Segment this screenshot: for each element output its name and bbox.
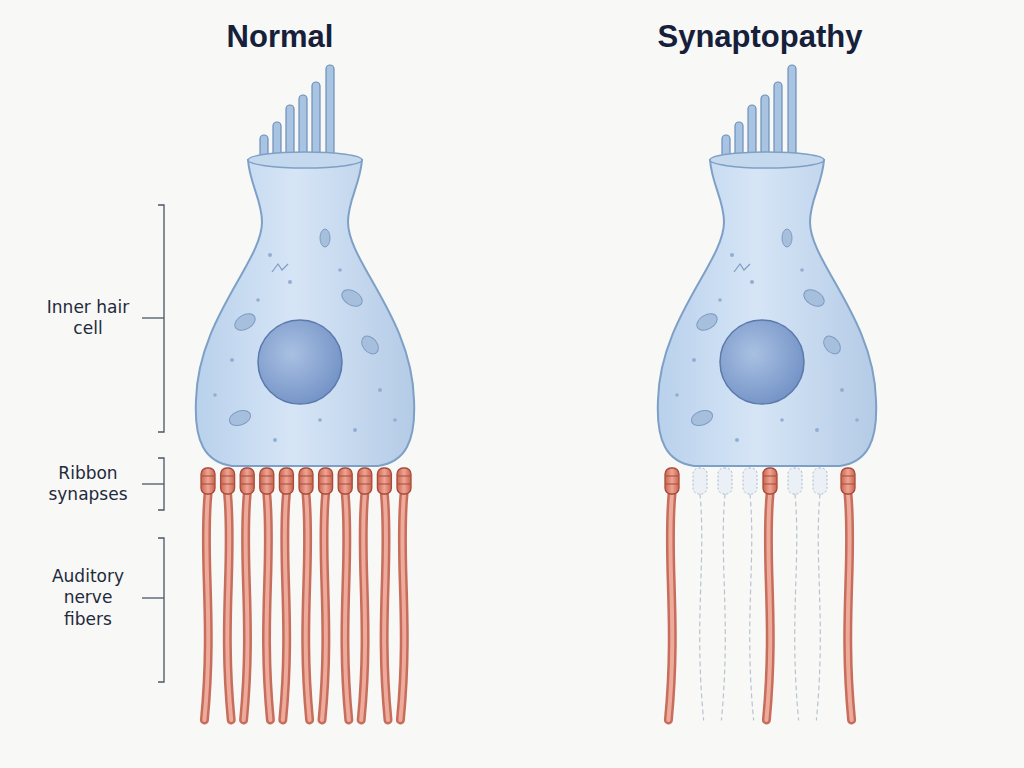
nerve-fiber — [848, 494, 852, 720]
panel-title: Normal — [150, 18, 410, 57]
nerve-fiber — [244, 494, 248, 720]
nerve-fiber — [384, 494, 388, 720]
ribbon-synapse — [319, 468, 333, 494]
nerve-fiber-highlight — [384, 494, 388, 720]
lost-synapse — [718, 468, 732, 494]
nerve-fiber — [345, 494, 349, 720]
nerve-fiber-highlight — [361, 494, 365, 720]
brackets — [142, 205, 164, 682]
lost-fiber — [816, 494, 820, 720]
hair-cell-normal — [196, 65, 414, 466]
ribbon-synapse — [377, 468, 391, 494]
nerve-fiber — [400, 494, 404, 720]
lost-synapse — [693, 468, 707, 494]
ribbon-synapse — [201, 468, 215, 494]
lost-fiber — [721, 494, 725, 720]
part-label: Auditory nerve fibers — [38, 566, 138, 630]
ribbon-synapse — [221, 468, 235, 494]
nerve-fiber — [306, 494, 310, 720]
nerve-fiber-highlight — [283, 494, 287, 720]
nerve-fiber-highlight — [227, 494, 231, 720]
ribbon-synapse — [240, 468, 254, 494]
nerve-fiber — [227, 494, 231, 720]
nerve-fiber — [668, 494, 672, 720]
lost-synapse — [743, 468, 757, 494]
lost-fiber — [750, 494, 754, 720]
nerve-fiber — [361, 494, 365, 720]
nerve-fiber-highlight — [848, 494, 852, 720]
nerve-fiber-highlight — [400, 494, 404, 720]
ribbon-synapse — [338, 468, 352, 494]
lost-fiber — [795, 494, 799, 720]
ribbon-synapse — [397, 468, 411, 494]
hair-cell-synaptopathy — [658, 65, 876, 466]
lost-synapse — [813, 468, 827, 494]
nerve-fiber-highlight — [668, 494, 672, 720]
nerve-fiber-highlight — [244, 494, 248, 720]
part-label: Inner hair cell — [40, 297, 136, 340]
ribbon-synapse — [279, 468, 293, 494]
part-label: Ribbon synapses — [40, 463, 136, 506]
ribbon-synapse — [299, 468, 313, 494]
nerve-fiber — [322, 494, 326, 720]
nerve-fiber — [204, 494, 208, 720]
nerve-fiber-highlight — [267, 494, 271, 720]
nerve-fiber-highlight — [766, 494, 770, 720]
lost-synapse — [788, 468, 802, 494]
ribbon-synapse — [665, 468, 679, 494]
nerve-fiber — [267, 494, 271, 720]
ribbon-synapse — [260, 468, 274, 494]
nerve-fiber-highlight — [204, 494, 208, 720]
nerve-fiber-highlight — [306, 494, 310, 720]
nerve-fiber — [766, 494, 770, 720]
ribbon-synapse — [358, 468, 372, 494]
nerve-fiber-highlight — [345, 494, 349, 720]
lost-fiber — [700, 494, 704, 720]
panel-title: Synaptopathy — [610, 18, 910, 57]
ribbon-synapse — [763, 468, 777, 494]
ribbon-synapse — [841, 468, 855, 494]
nerve-fiber-highlight — [322, 494, 326, 720]
nerve-fiber — [283, 494, 287, 720]
